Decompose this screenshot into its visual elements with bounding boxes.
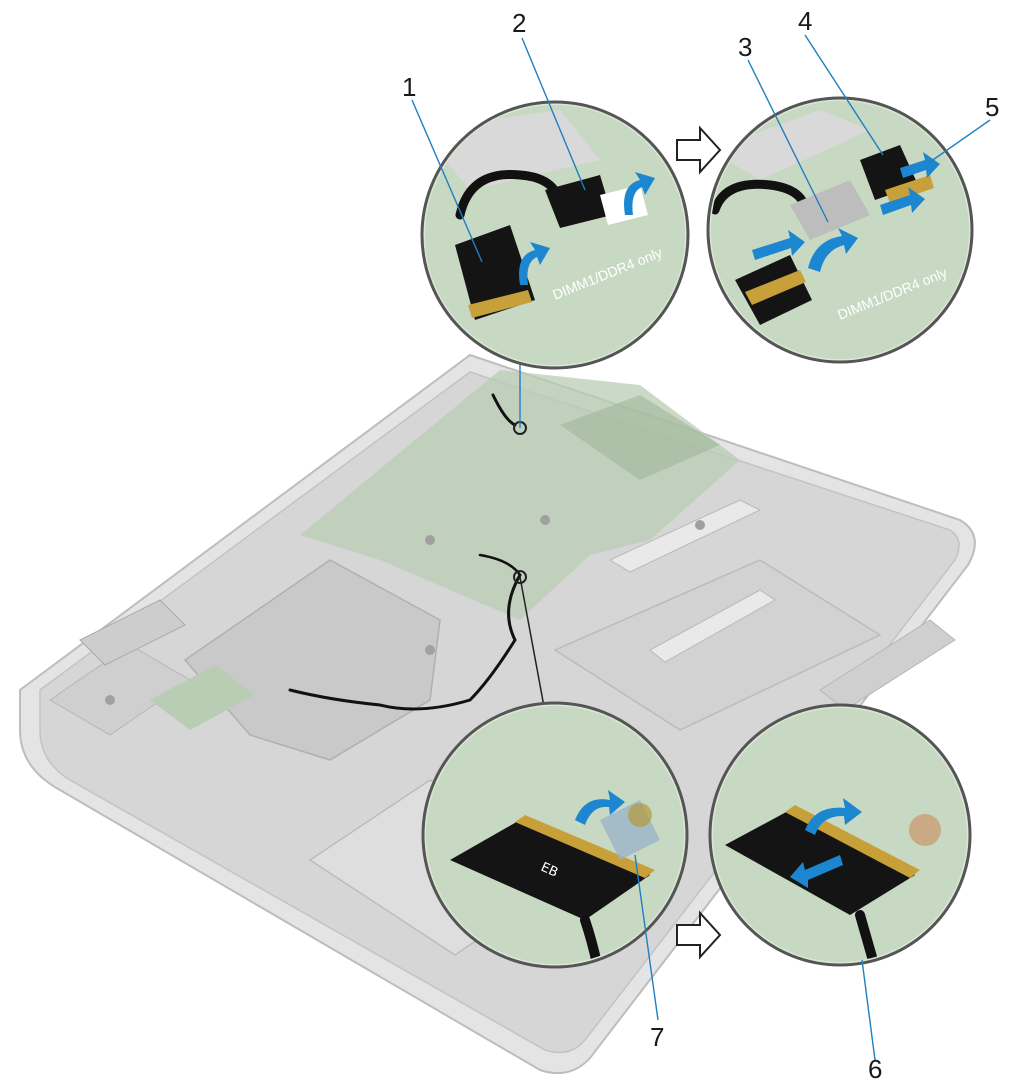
hollow-right-arrow-icon (676, 910, 722, 960)
display-cable-route (288, 573, 522, 711)
zoom-circle-top-right: DIMM1/DDR4 only (706, 96, 974, 364)
zoom-circle-bottom-right (708, 703, 972, 967)
curved-arrow-icon (519, 242, 550, 285)
io-cable-tape (545, 175, 612, 228)
display-cable-tape-bottom (450, 820, 650, 920)
callout-7: 7 (650, 1022, 664, 1052)
callout-4: 4 (798, 6, 812, 36)
straight-arrow-icon (900, 152, 940, 178)
callout-leaders (411, 34, 991, 1061)
left-hinge (79, 599, 186, 666)
zoom-circle-top-left: DIMM1/DDR4 only (420, 100, 690, 370)
straight-arrow-icon (752, 230, 805, 260)
callout-6: 6 (868, 1054, 882, 1084)
display-cable-disconnected (725, 810, 915, 915)
straight-arrow-icon (790, 855, 843, 888)
right-speaker (819, 619, 956, 711)
curved-arrow-icon (808, 228, 858, 272)
wireless-card (150, 665, 255, 730)
straight-arrow-icon (880, 187, 925, 215)
callout-3: 3 (738, 32, 752, 62)
zoom-link-bottom (519, 576, 546, 713)
memory-slot-area (560, 395, 720, 480)
callout-5: 5 (985, 92, 999, 122)
callout-1: 1 (402, 72, 416, 102)
curved-arrow-icon (624, 172, 655, 215)
callout-2: 2 (512, 8, 526, 38)
laptop-base (19, 353, 976, 1074)
touchpad-bracket (553, 559, 882, 731)
svg-text:EB: EB (538, 860, 560, 881)
connector-marker-bottom (513, 570, 527, 584)
curved-arrow-icon (805, 798, 862, 835)
touchpad-cable (608, 499, 762, 573)
heat-shield (183, 559, 441, 761)
zoom-circle-bottom-left: EB (421, 701, 689, 969)
hollow-right-arrow-icon (676, 125, 722, 175)
curved-arrow-icon (575, 790, 625, 825)
